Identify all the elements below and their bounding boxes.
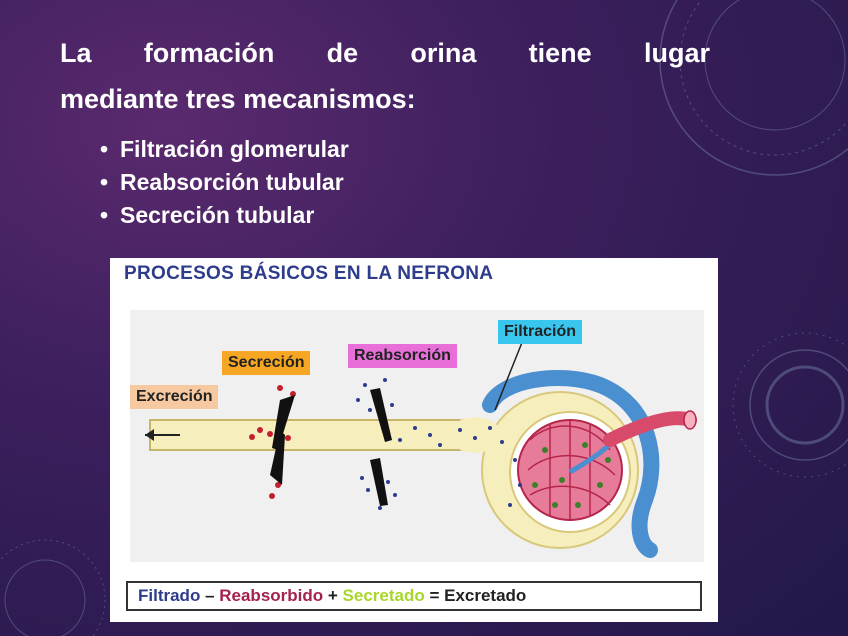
label-filtracion: Filtración [498, 320, 583, 344]
list-item-label: Filtración glomerular [120, 136, 349, 162]
list-item-label: Secreción tubular [120, 202, 315, 228]
nephron-figure: PROCESOS BÁSICOS EN LA NEFRONA [110, 258, 718, 622]
bullet-icon: • [100, 169, 109, 195]
nephron-diagram-area: Filtración Secreción Reabsorción Excreci… [130, 310, 704, 562]
equation-minus: – [200, 586, 220, 605]
slide-title: La formación de orina tiene lugar median… [60, 30, 710, 122]
equation-plus: + [323, 586, 343, 605]
list-item: • Secreción tubular [100, 199, 349, 232]
equation-excretado: Excretado [444, 586, 527, 605]
urine-equation: Filtrado – Reabsorbido + Secretado = Exc… [126, 581, 702, 611]
bullet-icon: • [100, 202, 109, 228]
label-excrecion: Excreción [130, 385, 219, 409]
equation-reabsorbido: Reabsorbido [219, 586, 324, 605]
slide-title-line-1: La formación de orina tiene lugar [60, 38, 710, 68]
nephron-illustration [145, 334, 697, 558]
bullet-icon: • [100, 136, 109, 162]
list-item-label: Reabsorción tubular [120, 169, 344, 195]
equation-secretado: Secretado [342, 586, 425, 605]
mechanism-list: • Filtración glomerular • Reabsorción tubu… [100, 133, 349, 232]
list-item: • Reabsorción tubular [100, 166, 349, 199]
figure-title: PROCESOS BÁSICOS EN LA NEFRONA [124, 263, 494, 284]
label-reabsorcion: Reabsorción [348, 344, 457, 368]
list-item: • Filtración glomerular [100, 133, 349, 166]
equation-filtrado: Filtrado [138, 586, 201, 605]
label-secrecion: Secreción [222, 351, 311, 375]
slide-title-line-2: mediante tres mecanismos: [60, 84, 416, 114]
equation-equals: = [424, 586, 445, 605]
